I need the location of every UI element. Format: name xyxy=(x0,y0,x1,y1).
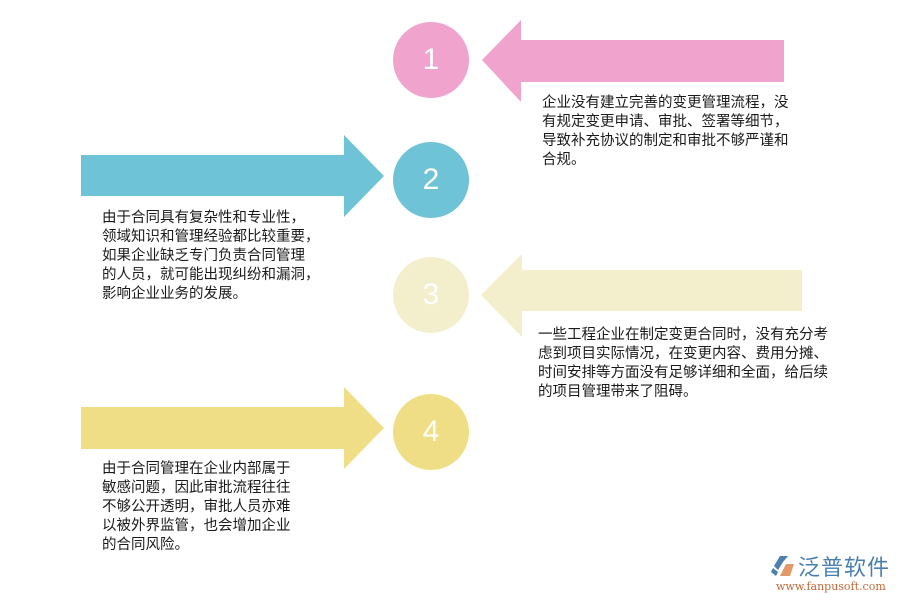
arrow-left-icon xyxy=(481,254,802,337)
step-number: 1 xyxy=(422,43,440,76)
step-number-circle: 4 xyxy=(393,394,469,470)
step-number-circle: 2 xyxy=(393,142,469,218)
step-description: 由于合同具有复杂性和专业性， 领域知识和管理经验都比较重要， 如果企业缺乏专门负… xyxy=(102,210,320,302)
arrow-left-icon xyxy=(482,20,784,102)
step-description: 由于合同管理在企业内部属于 敏感问题，因此审批流程往往 不够公开透明，审批人员亦… xyxy=(102,461,291,553)
logo-name: 泛普软件 xyxy=(798,556,891,581)
step-number: 4 xyxy=(422,415,440,448)
step-number-circle: 3 xyxy=(393,257,469,333)
step-description: 一些工程企业在制定变更合同时，没有充分考 虑到项目实际情况，在变更内容、费用分摊… xyxy=(538,327,828,400)
logo-mark-icon xyxy=(771,556,794,576)
step-number: 2 xyxy=(422,163,440,196)
step-number: 3 xyxy=(422,278,440,311)
logo-url: www.fanpusoft.com xyxy=(776,580,886,593)
arrow-right-icon xyxy=(81,387,384,469)
arrow-right-icon xyxy=(81,135,384,217)
step-number-circle: 1 xyxy=(393,22,469,98)
brand-logo: 泛普软件 www.fanpusoft.com xyxy=(768,550,896,596)
step-description: 企业没有建立完善的变更管理流程，没 有规定变更申请、审批、签署等细节， 导致补充… xyxy=(542,95,789,168)
